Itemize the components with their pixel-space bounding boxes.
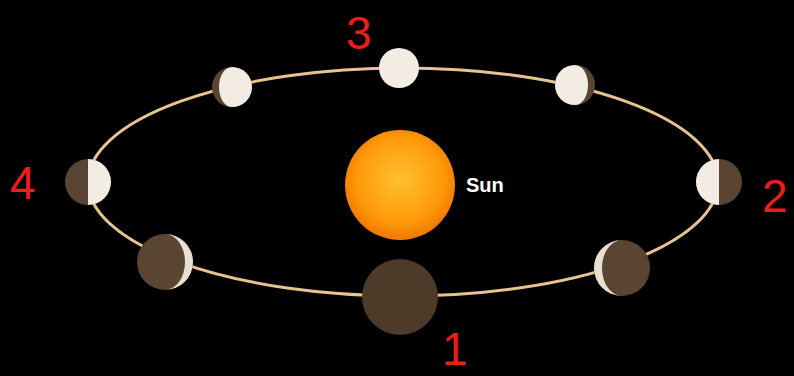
callout-number: 2 (762, 173, 788, 219)
sun-body: Sun (345, 130, 455, 240)
callout-number: 1 (442, 326, 468, 372)
sun-circle (345, 130, 455, 240)
sun-label: Sun (466, 175, 504, 195)
callout-number: 4 (10, 160, 36, 206)
sun-shape (345, 130, 455, 240)
moon-phases (65, 48, 742, 335)
callout-number: 3 (346, 10, 372, 56)
